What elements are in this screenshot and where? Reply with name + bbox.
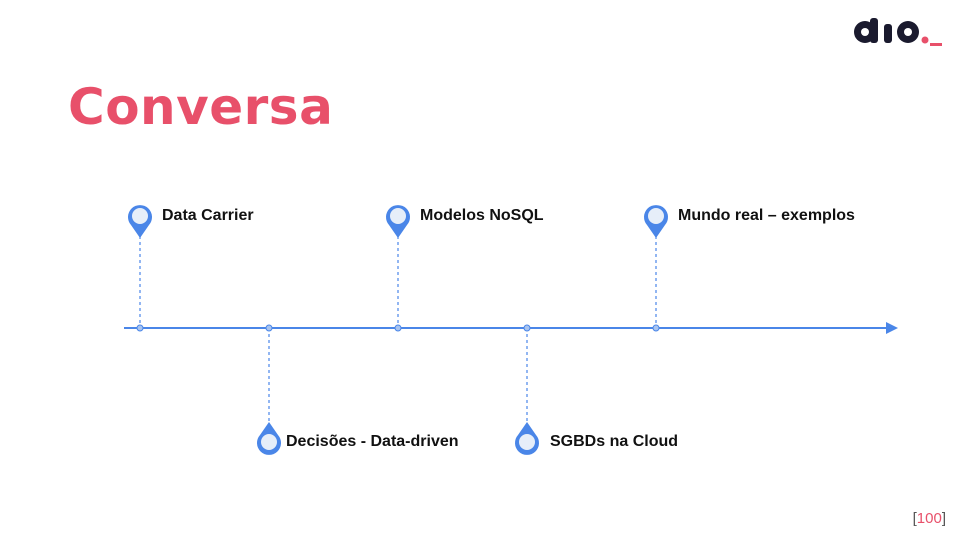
milestone-label-3: Modelos NoSQL [420,207,544,224]
dio-logo [854,18,942,46]
milestone-marker-2 [256,324,281,455]
milestone-marker-5 [643,205,668,332]
milestone-label-5: Mundo real – exemplos [678,207,855,224]
page-number-value: 100 [916,510,942,527]
page-number: [100] [912,510,946,527]
milestone-label-4: SGBDs na Cloud [550,433,679,450]
timeline-arrowhead [886,322,898,334]
milestone-marker-4 [514,324,539,455]
milestone-label-2: Decisões - Data-driven [286,433,459,450]
slide-title: Conversa [68,78,334,136]
milestone-marker-3 [385,205,410,332]
milestone-marker-1 [128,205,152,332]
milestone-label-1: Data Carrier [162,207,254,224]
